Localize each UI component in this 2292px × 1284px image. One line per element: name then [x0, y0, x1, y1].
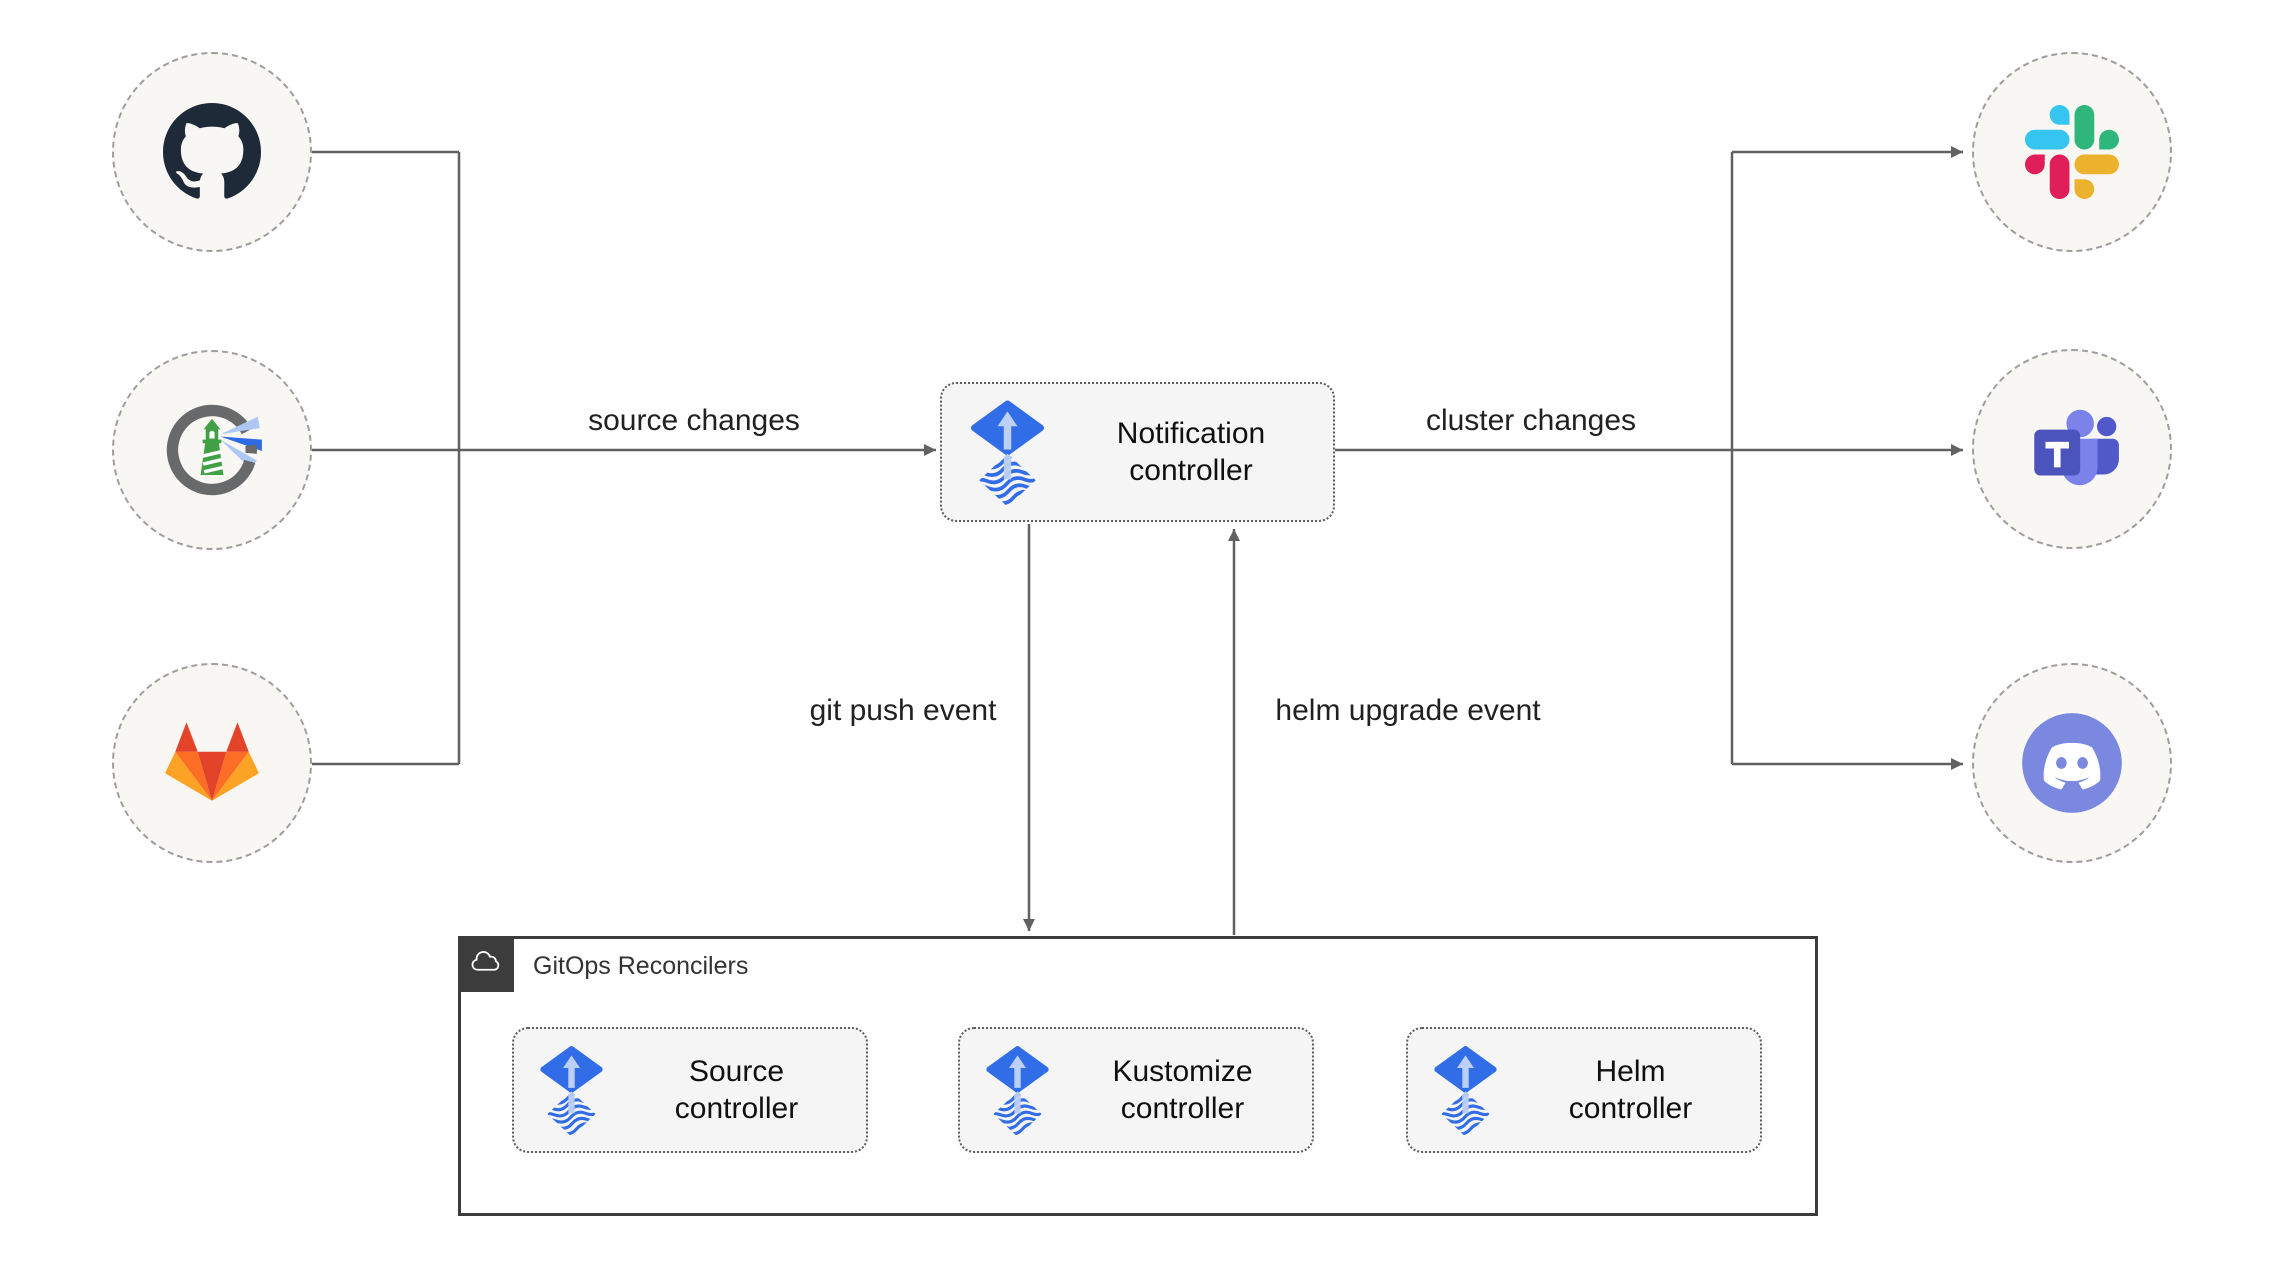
cloud-icon: [471, 951, 500, 971]
discord-icon: [2022, 713, 2122, 813]
endpoint-github: [112, 52, 312, 252]
flux-icon: [536, 1044, 607, 1136]
notification-controller-label: Notification controller: [1116, 417, 1266, 487]
node-source-controller: Source controller: [512, 1027, 868, 1153]
edge-label-cluster-changes: cluster changes: [1425, 404, 1637, 437]
teams-icon: [2034, 409, 2119, 486]
group-title: GitOps Reconcilers: [533, 951, 749, 980]
node-helm-controller: Helm controller: [1406, 1027, 1762, 1153]
edge-label-source-changes: source changes: [588, 404, 800, 437]
edge-label-git-push-event: git push event: [809, 694, 997, 727]
endpoint-discord: [1972, 663, 2172, 863]
endpoint-harbor: [112, 350, 312, 550]
edge-label-helm-upgrade-event: helm upgrade event: [1275, 694, 1541, 727]
flux-icon: [966, 398, 1049, 506]
harbor-icon: [166, 404, 262, 496]
github-icon: [163, 103, 261, 199]
helm-controller-label: Helm controller: [1568, 1055, 1693, 1125]
source-controller-label: Source controller: [674, 1055, 799, 1125]
slack-icon: [2025, 105, 2119, 199]
gitlab-icon: [165, 722, 259, 801]
endpoint-teams: [1972, 349, 2172, 549]
node-kustomize-controller: Kustomize controller: [958, 1027, 1314, 1153]
flux-icon: [1430, 1044, 1501, 1136]
endpoint-slack: [1972, 52, 2172, 252]
kustomize-controller-label: Kustomize controller: [1112, 1055, 1253, 1125]
endpoint-gitlab: [112, 663, 312, 863]
group-corner-badge: [458, 936, 514, 992]
node-notification-controller: Notification controller: [940, 382, 1335, 522]
flux-icon: [982, 1044, 1053, 1136]
